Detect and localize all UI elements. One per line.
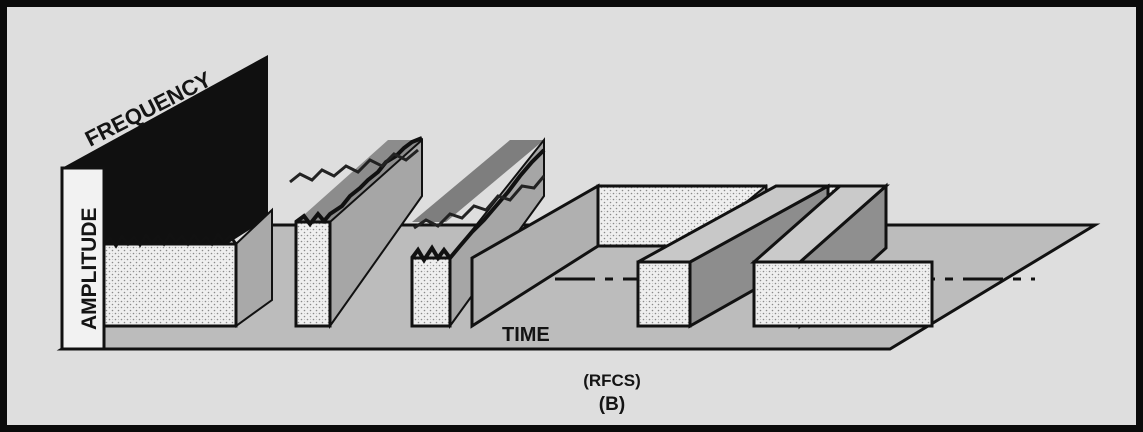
- block-2-noise-top: [294, 136, 423, 228]
- block-1-front: [102, 242, 238, 328]
- block-2-noise-rear: [289, 148, 419, 184]
- block-3-front: [410, 256, 452, 328]
- block-1-noise-top: [102, 231, 238, 249]
- block-3-noise-top: [410, 148, 546, 264]
- block-2: [289, 136, 423, 330]
- amplitude-axis-strip: [60, 166, 106, 351]
- block-3-noise-rear: [413, 175, 546, 230]
- block-1: [102, 207, 273, 328]
- block-6: [750, 182, 934, 330]
- panel-label: (B): [599, 394, 625, 415]
- time-label: TIME: [502, 324, 550, 346]
- block-2-front: [294, 220, 332, 328]
- block-6-front: [752, 260, 934, 328]
- amplitude-label: AMPLITUDE: [78, 208, 101, 331]
- block-5-front: [636, 260, 692, 328]
- block-3-top: [412, 140, 544, 222]
- caption-label: (RFCS): [583, 371, 641, 390]
